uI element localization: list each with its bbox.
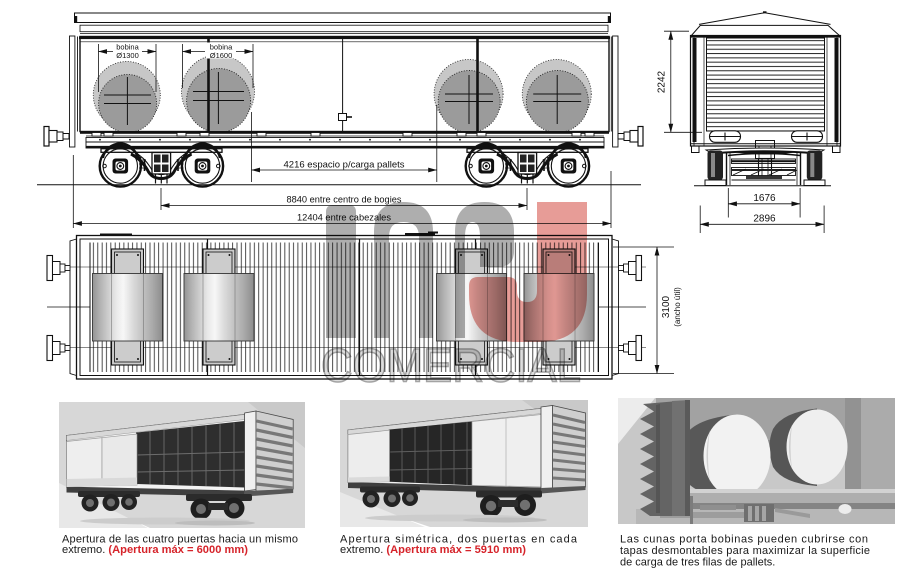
svg-text:(ancho útil): (ancho útil) — [673, 287, 682, 327]
svg-text:2896: 2896 — [753, 213, 776, 224]
svg-text:COMERCIAL: COMERCIAL — [321, 339, 581, 392]
svg-text:4216 espacio p/carga pallets: 4216 espacio p/carga pallets — [284, 160, 405, 171]
svg-text:bobina: bobina — [210, 43, 233, 52]
svg-text:1676: 1676 — [753, 193, 776, 204]
svg-text:bobina: bobina — [116, 43, 139, 52]
svg-text:Ø1300: Ø1300 — [116, 51, 139, 60]
svg-text:2242: 2242 — [657, 70, 668, 93]
svg-text:Apertura simétrica, dos puerta: Apertura simétrica, dos puertas en cada — [340, 534, 578, 546]
svg-text:de carga de tres filas de pall: de carga de tres filas de pallets. — [620, 557, 775, 569]
svg-text:extremo. (Apertura máx = 6000: extremo. (Apertura máx = 6000 mm) — [62, 544, 248, 556]
svg-text:tapas desmontables para maximi: tapas desmontables para maximizar la sup… — [620, 545, 870, 557]
svg-text:extremo. (Apertura máx = 5910: extremo. (Apertura máx = 5910 mm) — [340, 544, 526, 556]
svg-text:8840 entre centro de bogies: 8840 entre centro de bogies — [287, 195, 402, 206]
svg-text:Ø1600: Ø1600 — [210, 51, 233, 60]
svg-text:Las cunas porta bobinas pueden: Las cunas porta bobinas pueden cubrirse … — [620, 534, 868, 546]
svg-text:Apertura de las cuatro puertas: Apertura de las cuatro puertas hacia un … — [62, 534, 298, 546]
svg-text:3100: 3100 — [661, 295, 672, 318]
